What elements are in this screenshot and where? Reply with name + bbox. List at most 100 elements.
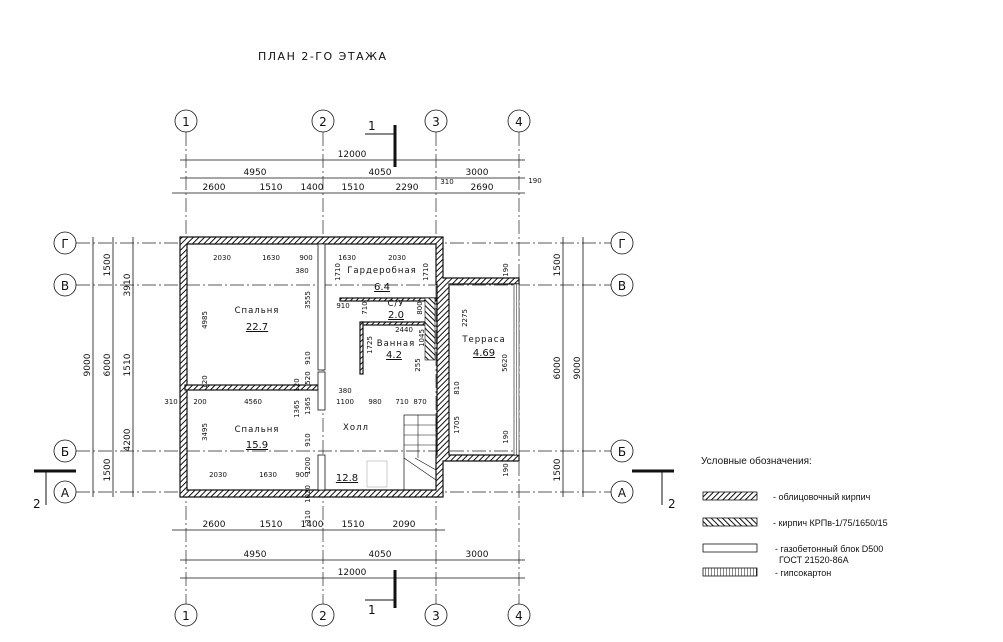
section-label-top: 1 [368,119,376,133]
legend: Условные обозначения: - облицовочный кир… [701,455,888,578]
svg-text:В: В [618,279,626,293]
axis-V-left: В [53,273,77,297]
svg-text:710: 710 [361,301,369,314]
walls [179,236,520,498]
legend-label: - гипсокартон [775,568,831,578]
dimension-labels: 12000 4950 4050 3000 2600 1510 1400 1510… [83,150,583,578]
svg-text:1500: 1500 [553,458,563,481]
svg-text:1510: 1510 [260,183,283,193]
svg-text:1: 1 [182,609,190,623]
svg-text:3: 3 [432,115,440,129]
axis-1-top: 1 [174,109,198,133]
svg-text:1630: 1630 [338,254,356,262]
svg-text:2030: 2030 [213,254,231,262]
axis-G-right: Г [610,231,634,255]
svg-text:Холл: Холл [343,423,369,433]
svg-text:Ванная: Ванная [377,339,415,349]
svg-text:1365: 1365 [293,400,301,418]
svg-text:1500: 1500 [553,253,563,276]
svg-text:2: 2 [319,115,327,129]
svg-text:1400: 1400 [301,183,324,193]
svg-text:190: 190 [502,463,510,476]
svg-text:120: 120 [201,375,209,388]
svg-text:22.7: 22.7 [246,322,268,333]
svg-text:200: 200 [193,398,206,406]
svg-text:С/У: С/У [388,299,405,309]
svg-text:12.8: 12.8 [336,473,358,484]
axis-4-top: 4 [507,109,531,133]
svg-text:2090: 2090 [393,520,416,530]
axis-2-bottom: 2 [311,603,335,627]
svg-text:520: 520 [304,371,312,384]
legend-label: - газобетонный блок D500 [775,544,883,554]
svg-text:6000: 6000 [103,353,113,376]
svg-text:2440: 2440 [395,326,413,334]
svg-text:1510: 1510 [260,520,283,530]
svg-text:Гардеробная: Гардеробная [347,266,417,276]
svg-text:1630: 1630 [262,254,280,262]
brick2-hatch-icon [702,517,758,527]
svg-text:2: 2 [319,609,327,623]
svg-text:1510: 1510 [342,183,365,193]
svg-text:310: 310 [304,510,312,523]
svg-text:910: 910 [304,433,312,446]
svg-text:870: 870 [413,398,426,406]
svg-text:910: 910 [336,302,349,310]
svg-text:В: В [61,279,69,293]
svg-text:4560: 4560 [244,398,262,406]
grid-axes [76,132,611,604]
svg-text:1200: 1200 [304,457,312,475]
axis-A-right: А [610,480,634,504]
dimension-lines [92,159,584,579]
svg-text:380: 380 [295,267,308,275]
svg-text:1725: 1725 [366,336,374,354]
svg-text:3: 3 [432,609,440,623]
svg-text:4: 4 [515,115,523,129]
svg-text:900: 900 [295,471,308,479]
legend-label: - облицовочный кирпич [773,492,871,502]
svg-text:310: 310 [164,398,177,406]
axis-2-top: 2 [311,109,335,133]
svg-text:3495: 3495 [201,423,209,441]
section-label-right: 2 [668,497,676,511]
svg-text:А: А [618,486,627,500]
section-marks: 1 1 2 2 [33,119,676,617]
svg-text:1500: 1500 [103,458,113,481]
svg-text:1705: 1705 [453,416,461,434]
axis-G-left: Г [53,231,77,255]
axis-B-left: Б [53,439,77,463]
svg-text:2600: 2600 [203,183,226,193]
svg-text:1510: 1510 [342,520,365,530]
svg-text:810: 810 [453,381,461,394]
svg-text:1045: 1045 [418,329,426,347]
axis-3-bottom: 3 [424,603,448,627]
svg-text:Б: Б [61,445,69,459]
axis-4-bottom: 4 [507,603,531,627]
svg-text:310: 310 [440,178,453,186]
svg-text:2600: 2600 [203,520,226,530]
svg-text:12000: 12000 [338,568,367,578]
svg-text:6000: 6000 [553,356,563,379]
svg-text:710: 710 [395,398,408,406]
axis-A-left: А [53,480,77,504]
svg-text:Терраса: Терраса [461,335,505,345]
svg-text:190: 190 [502,263,510,276]
svg-text:4050: 4050 [369,168,392,178]
svg-text:1365: 1365 [304,397,312,415]
svg-text:2.0: 2.0 [388,310,404,321]
legend-title: Условные обозначения: [701,455,812,467]
svg-text:120: 120 [293,378,301,391]
svg-text:1710: 1710 [422,263,430,281]
svg-text:1020: 1020 [304,485,312,503]
axis-markers: 1 2 3 4 1 2 3 4 Г В Б А Г В Б А [53,109,634,627]
room-hall: Холл 12.8 [336,423,369,484]
svg-text:3555: 3555 [304,291,312,309]
section-label-bottom: 1 [368,603,376,617]
svg-text:4985: 4985 [201,311,209,329]
svg-text:Б: Б [618,445,626,459]
